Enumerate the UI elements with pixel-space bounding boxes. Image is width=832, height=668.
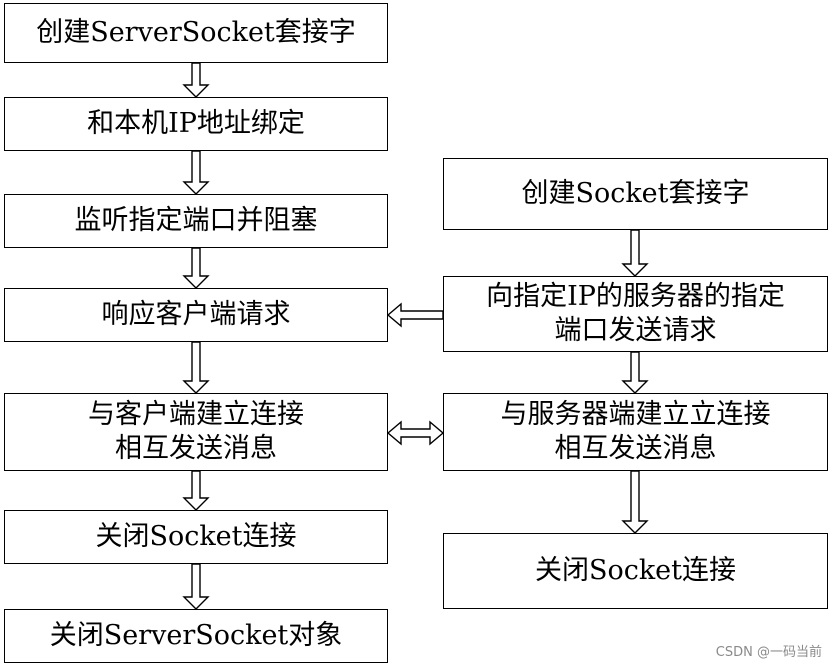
down-arrow-icon [182,150,210,195]
server-step-create-serversocket: 创建ServerSocket套接字 [4,3,388,63]
down-arrow-icon [182,563,210,610]
step-text: 创建ServerSocket套接字 [36,17,356,49]
step-text: 和本机IP地址绑定 [87,108,305,140]
down-arrow-icon [621,470,649,534]
step-text: 关闭Socket连接 [95,521,297,553]
down-arrow-icon [182,341,210,394]
down-arrow-icon [621,229,649,277]
step-text: 关闭ServerSocket对象 [49,620,343,652]
server-step-connect-message: 与客户端建立连接 相互发送消息 [4,393,388,471]
step-text-line-1: 与服务器端建立立连接 [500,399,771,431]
client-step-close-socket: 关闭Socket连接 [443,533,828,609]
step-text: 响应客户端请求 [101,299,291,331]
client-step-create-socket: 创建Socket套接字 [443,158,828,230]
step-text: 创建Socket套接字 [521,178,750,210]
server-step-listen-port: 监听指定端口并阻塞 [4,194,388,248]
step-text-line-1: 向指定IP的服务器的指定 [486,281,785,313]
step-text-line-2: 相互发送消息 [554,433,717,464]
step-text-line-1: 与客户端建立连接 [88,399,304,431]
down-arrow-icon [182,62,210,98]
down-arrow-icon [182,247,210,289]
watermark: CSDN @一码当前 [715,645,822,660]
left-arrow-icon [386,302,444,328]
step-text: 关闭Socket连接 [534,555,737,587]
down-arrow-icon [182,470,210,511]
step-text-line-2: 端口发送请求 [554,315,717,346]
server-step-bind-ip: 和本机IP地址绑定 [4,97,388,151]
down-arrow-icon [621,351,649,394]
server-step-close-socket: 关闭Socket连接 [4,510,388,564]
double-arrow-icon [386,420,445,446]
step-text: 监听指定端口并阻塞 [74,205,318,237]
server-step-close-serversocket: 关闭ServerSocket对象 [4,609,388,663]
step-text-line-2: 相互发送消息 [115,433,277,464]
client-step-send-request: 向指定IP的服务器的指定 端口发送请求 [443,276,828,352]
server-step-respond-request: 响应客户端请求 [4,288,388,342]
client-step-connect-message: 与服务器端建立立连接 相互发送消息 [443,393,828,471]
